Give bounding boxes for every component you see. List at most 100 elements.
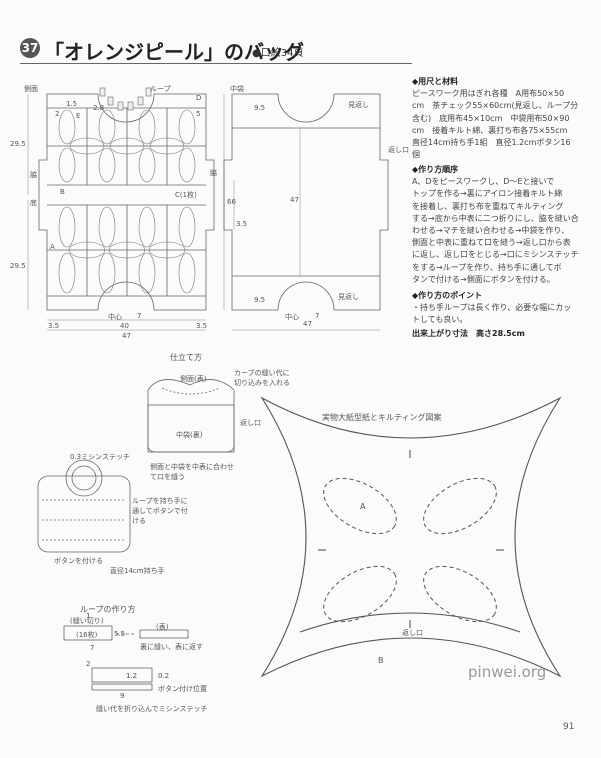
label-side-front: 側面(表) — [180, 375, 207, 383]
template-outline — [260, 396, 562, 678]
finished-size: 出来上がり寸法 高さ28.5cm — [412, 329, 525, 338]
dim: 66 — [227, 198, 236, 206]
dim: 2.8 — [93, 104, 105, 112]
dim: 1.5 — [66, 100, 78, 108]
label-facing-bottom: 見返し — [338, 293, 359, 301]
step-number: 2 — [86, 660, 91, 668]
loop-note: ループを持ち手に通してボタンで付ける — [132, 497, 188, 525]
materials-line: cm 茶チェック55×60cm(見返し、ループ分 — [412, 101, 579, 111]
label-bottom: 底 — [30, 199, 37, 207]
dim: 5 — [196, 110, 201, 118]
loop-omote: (表) — [156, 623, 169, 631]
dim: 1.2 — [126, 672, 138, 680]
side-panel-outline — [38, 93, 215, 311]
label-C: C(1枚) — [175, 191, 197, 199]
steps-line: トップを作る→裏にアイロン接着キルト綿 — [412, 189, 563, 199]
dim: 3.5 — [236, 220, 248, 228]
steps-line: わせる→マチを縫い合わせる→中袋を作り、 — [412, 226, 570, 236]
assembly-title: 仕立て方 — [170, 353, 202, 362]
steps-line: を接着し、裏打ち布を重ねてキルティング — [412, 201, 564, 211]
materials-heading: ◆用尺と材料 — [412, 77, 459, 86]
steps-line: 側面と中表に重ねて口を縫う→返し口から表 — [412, 238, 571, 248]
finished-bag-drawing — [37, 459, 131, 553]
dim: 5.5 — [114, 630, 126, 638]
materials-line: cm 接着キルト綿、裏打ち布各75×55cm — [412, 125, 568, 135]
fold-note: 裏に縫い、表に返す — [140, 643, 203, 651]
dim: 0.2 — [158, 672, 170, 680]
dim: 47 — [122, 332, 131, 340]
points-line: ・持ち手ループは長く作り、必要な幅にカッ — [412, 303, 572, 313]
loop-cut: (縫い切り) — [70, 617, 104, 625]
dim: 3.5 — [196, 322, 208, 330]
label-E: E — [76, 112, 81, 120]
steps-line: に返し、返し口をとじる→口にミシンステッチ — [412, 250, 579, 260]
label-loop: ループ — [150, 85, 171, 93]
dim: 29.5 — [10, 262, 26, 270]
pattern-number-badge: 37 — [20, 38, 40, 58]
loop-title: ループの作り方 — [80, 605, 136, 614]
quilting-motifs-lower — [58, 206, 196, 294]
dim: 40 — [120, 322, 129, 330]
materials-section: ◆用尺と材料 ピースワーク用はぎれ各種 A用布50×50 cm 茶チェック55×… — [412, 76, 592, 161]
quilting-motifs-upper — [58, 109, 196, 183]
dimension-lines — [27, 94, 225, 331]
steps-line: タンで付ける→側面にボタンを付ける。 — [412, 274, 555, 284]
steps-line: をする→ループを作り、持ち手に通してボ — [412, 262, 562, 272]
handle-note: 直径14cm持ち手 — [110, 567, 165, 575]
label-center: 中心 — [108, 313, 122, 321]
label-opening: 返し口 — [388, 146, 409, 154]
dim: 3.5 — [48, 322, 60, 330]
loop-diagram — [63, 625, 189, 691]
assembly-note-top: カーブの縫い代に切り込みを入れる — [234, 369, 290, 387]
watermark: pinwei.org — [468, 663, 547, 681]
dim: 7 — [315, 312, 320, 320]
points-section: ◆作り方のポイント ・持ち手ループは長く作り、必要な幅にカッ トしても良い。 — [412, 290, 592, 327]
label-center: 中心 — [285, 313, 299, 321]
loop-count: (16枚) — [76, 631, 98, 639]
label-opening: 返し口 — [240, 419, 261, 427]
label-lining: 中袋 — [230, 85, 244, 93]
title-reference: ●口絵34頁 — [252, 48, 304, 59]
label-D: D — [196, 94, 202, 102]
template-title: 実物大紙型紙とキルティング図案 — [322, 413, 442, 422]
button-position: ボタン付け位置 — [158, 685, 207, 693]
dim: 2 — [55, 110, 60, 118]
title-rule — [20, 63, 412, 64]
quilting-petals — [323, 477, 497, 623]
dim: 47 — [303, 320, 312, 328]
dim: 29.5 — [10, 140, 26, 148]
button-note: ボタンを付ける — [54, 557, 103, 565]
materials-line: 個 — [412, 150, 420, 160]
page-number: 91 — [563, 722, 575, 732]
dim: 7 — [90, 644, 95, 652]
label-lining-back: 中袋(裏) — [176, 431, 203, 439]
points-line: トしても良い。 — [412, 315, 468, 325]
label-facing-top: 見返し — [348, 101, 369, 109]
label-side: 側面 — [24, 85, 38, 93]
assembly-note-bottom: 側面と中袋を中表に合わせて口を縫う — [150, 463, 234, 481]
page-title: 「オレンジピール」のバッグ — [44, 40, 304, 64]
assembly-diagram — [147, 379, 235, 453]
steps-line: する→底から中表に二つ折りにし、脇を縫い合 — [412, 213, 579, 223]
materials-line: 直径14cm持ち手1組 直径1.2cmボタン16 — [412, 138, 571, 148]
dim: 7 — [137, 312, 142, 320]
step-number: 1 — [86, 612, 91, 620]
materials-line: ピースワーク用はぎれ各種 A用布50×50 — [412, 89, 565, 99]
materials-line: 含む) 底用布45×10cm 中袋用布50×90 — [412, 113, 570, 123]
dim: 47 — [290, 196, 299, 204]
label-waki: 脇 — [30, 171, 37, 179]
steps-section: ◆作り方順序 A、Dをピースワークし、D〜Eと接いで トップを作る→裏にアイロン… — [412, 164, 592, 286]
stitch-note: 縫い代を折り込んでミシンステッチ — [96, 705, 208, 713]
template-label-B: B — [378, 656, 384, 665]
template-label-A: A — [360, 502, 366, 511]
stitch-note: 0.3ミシンステッチ — [70, 453, 130, 461]
template-label-opening: 返し口 — [402, 629, 423, 637]
label-waki: 脇 — [210, 169, 217, 177]
points-heading: ◆作り方のポイント — [412, 291, 483, 300]
label-B: B — [60, 188, 65, 196]
lining-outline — [223, 93, 389, 311]
dim: 9 — [120, 692, 125, 700]
label-A: A — [50, 243, 55, 251]
